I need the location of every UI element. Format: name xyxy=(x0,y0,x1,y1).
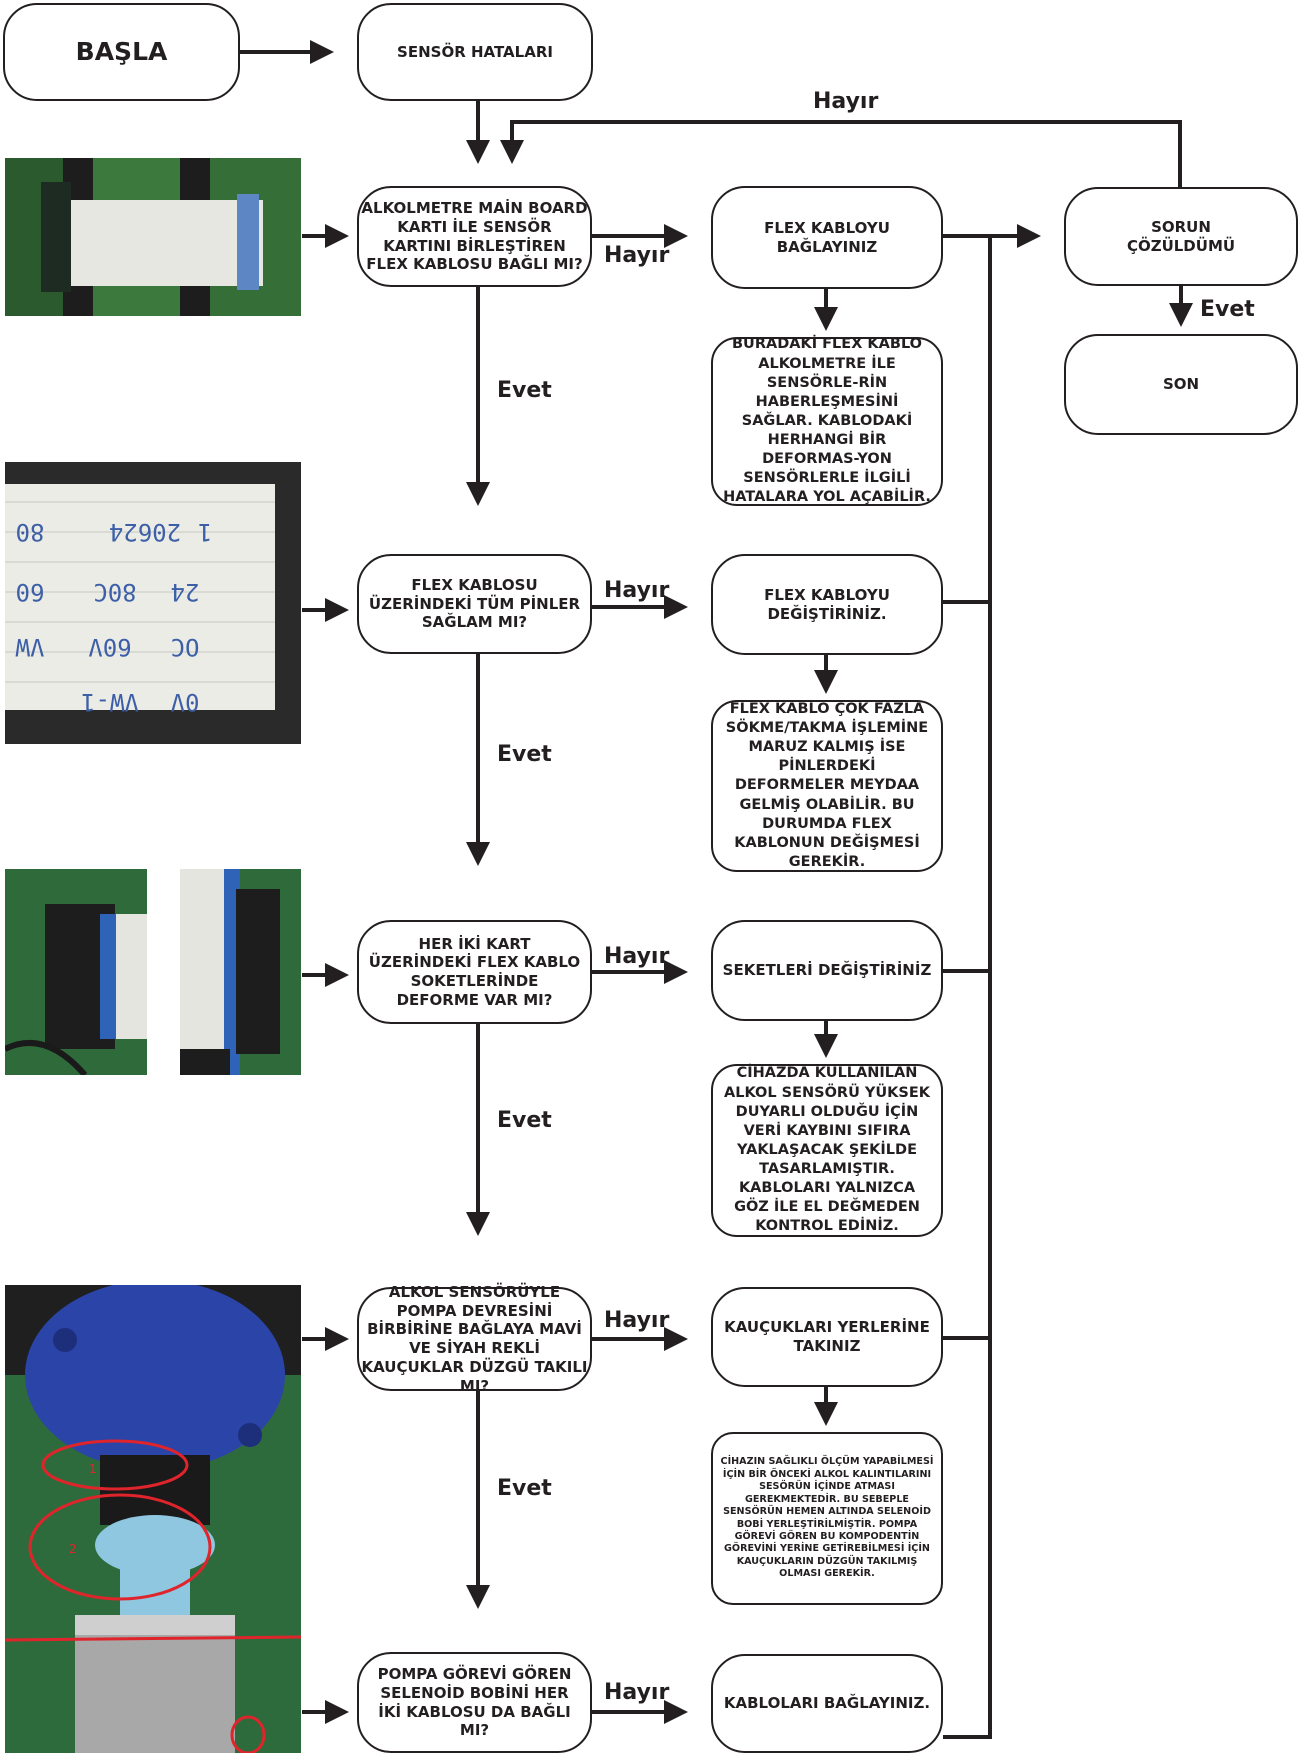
label-no-4: Hayır xyxy=(604,1308,670,1333)
note-box-3: CİHAZDA KULLANILAN ALKOL SENSÖRÜ YÜKSEK … xyxy=(711,1064,943,1237)
sensor-mark-2: 2 xyxy=(69,1542,77,1556)
cable-print-r1c2: 20624 xyxy=(109,518,181,546)
note-box-1: BURADAKİ FLEX KABLO ALKOLMETRE İLE SENSÖ… xyxy=(711,336,943,506)
action-box-3: SEKETLERİ DEĞİŞTİRİNİZ xyxy=(711,920,943,1021)
cable-print-r1c1: 1 xyxy=(198,518,212,546)
end-box: SON xyxy=(1064,334,1298,435)
cable-print-r3c1: OC xyxy=(171,633,200,661)
check-box: SORUN ÇÖZÜLDÜMÜ xyxy=(1064,187,1298,286)
cable-print-r3c2: 60V xyxy=(88,633,131,661)
start-box: BAŞLA xyxy=(3,3,240,101)
cable-print-r2c2: 80C xyxy=(93,578,136,606)
cable-print-r3c3: VW xyxy=(15,633,44,661)
label-no-3: Hayır xyxy=(604,944,670,969)
action-box-5: KABLOLARI BAĞLAYINIZ. xyxy=(711,1654,943,1753)
question-box-2: FLEX KABLOSU ÜZERİNDEKİ TÜM PİNLER SAĞLA… xyxy=(357,554,592,654)
label-no-2: Hayır xyxy=(604,578,670,603)
question-box-3: HER İKİ KART ÜZERİNDEKİ FLEX KABLO SOKET… xyxy=(357,920,592,1024)
label-no-loop: Hayır xyxy=(813,89,879,114)
action-box-2: FLEX KABLOYU DEĞİŞTİRİNİZ. xyxy=(711,554,943,655)
cable-print-r4c1: 0V xyxy=(171,688,200,716)
action-box-4: KAUÇUKLARI YERLERİNE TAKINIZ xyxy=(711,1287,943,1387)
label-yes-4: Evet xyxy=(497,1476,552,1501)
arrow-loop-back xyxy=(500,120,1182,187)
question-box-1: ALKOLMETRE MAİN BOARD KARTI İLE SENSÖR K… xyxy=(357,186,592,287)
note-box-4: CİHAZIN SAĞLIKLI ÖLÇÜM YAPABİLMESİ İÇİN … xyxy=(711,1432,943,1605)
photo-flex-socket-left xyxy=(5,869,147,1075)
label-yes-1: Evet xyxy=(497,378,552,403)
cable-print-r1c3: 80 xyxy=(16,518,45,546)
note-box-2: FLEX KABLO ÇOK FAZLA SÖKME/TAKMA İŞLEMİN… xyxy=(711,700,943,872)
question-box-4: ALKOL SENSÖRÜYLE POMPA DEVRESİNİ BİRBİRİ… xyxy=(357,1283,592,1395)
label-yes-2: Evet xyxy=(497,742,552,767)
label-yes-check: Evet xyxy=(1200,297,1255,322)
photo-flex-cable-connected xyxy=(5,158,301,316)
label-yes-3: Evet xyxy=(497,1108,552,1133)
label-no-5: Hayır xyxy=(604,1680,670,1705)
photo-alcohol-sensor-pump: 1 2 xyxy=(5,1285,301,1753)
photo-flex-cable-pins: 1 20624 80 24 80C 60 OC 60V VW 0V VW-1 xyxy=(5,462,301,744)
photo-flex-socket-right xyxy=(180,869,301,1075)
action-box-1: FLEX KABLOYU BAĞLAYINIZ xyxy=(711,186,943,289)
sensor-mark-1: 1 xyxy=(89,1462,97,1476)
cable-print-r2c3: 60 xyxy=(16,578,45,606)
cable-print-r2c1: 24 xyxy=(171,578,200,606)
label-no-1: Hayır xyxy=(604,243,670,268)
question-box-5: POMPA GÖREVİ GÖREN SELENOİD BOBİNİ HER İ… xyxy=(357,1652,592,1753)
cable-print-r4c2: VW-1 xyxy=(81,688,139,716)
title-box: SENSÖR HATALARI xyxy=(357,3,593,101)
